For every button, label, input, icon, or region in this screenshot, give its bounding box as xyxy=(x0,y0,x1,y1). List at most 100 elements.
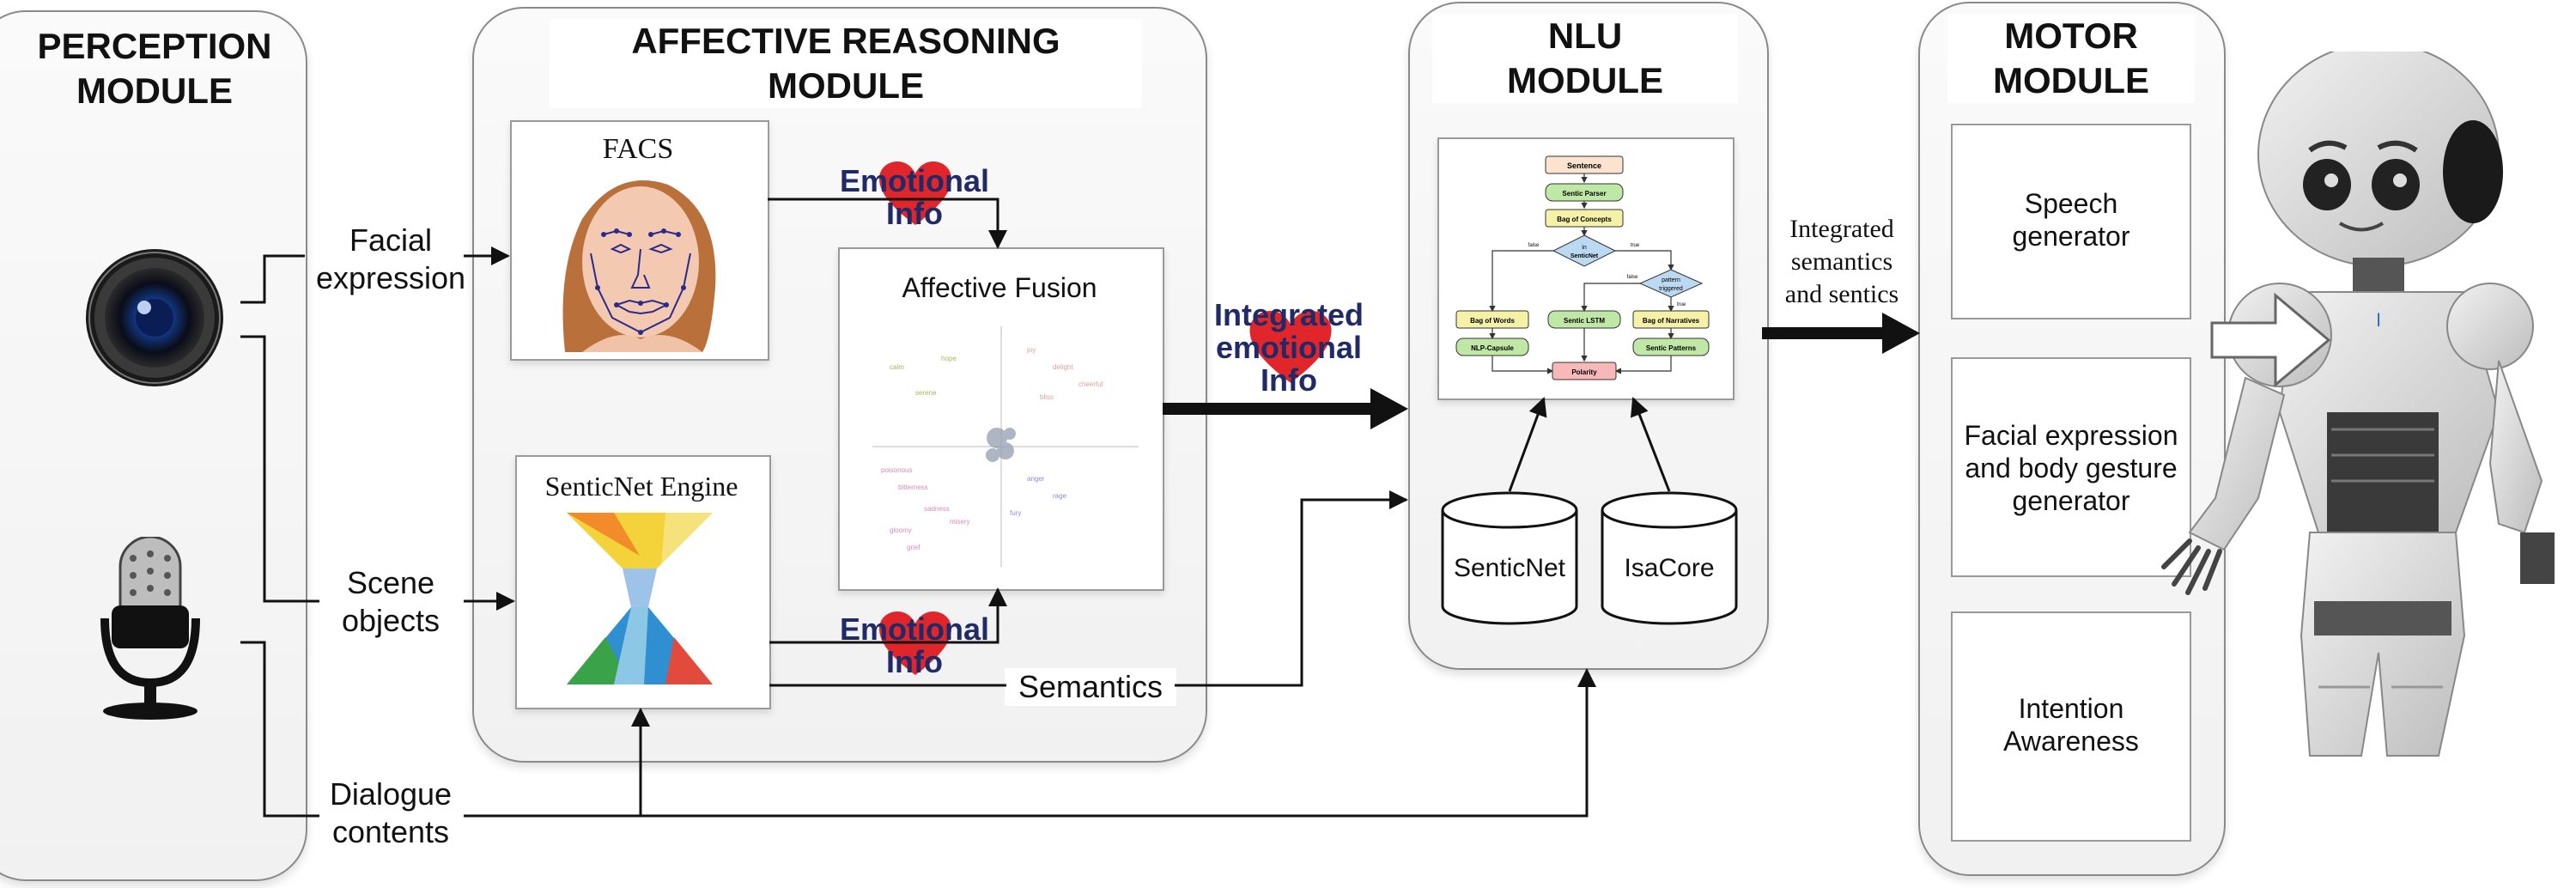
affective-module-title: AFFECTIVE REASONING MODULE xyxy=(550,19,1142,108)
flow-bag-of-narratives: Bag of Narratives xyxy=(1643,317,1700,325)
facial-expression-label: Facial expression xyxy=(305,222,477,297)
flow-sentic-parser: Sentic Parser xyxy=(1562,190,1606,198)
svg-text:joy: joy xyxy=(1026,346,1036,354)
emotional-info-bottom-label: Emotional Info xyxy=(829,613,1000,678)
intention-awareness-box: Intention Awareness xyxy=(1951,611,2191,842)
isacore-db-to-flowchart-arrow xyxy=(1630,397,1671,492)
affective-title-line1: AFFECTIVE REASONING xyxy=(631,21,1060,61)
svg-text:sadness: sadness xyxy=(924,505,950,513)
hourglass-of-emotions-icon xyxy=(567,513,713,684)
nlu-flowchart: Sentence Sentic Parser Bag of Concepts i… xyxy=(1455,155,1710,380)
svg-text:anger: anger xyxy=(1027,475,1045,483)
flow-false-label-2: false xyxy=(1627,275,1638,280)
svg-text:I: I xyxy=(2376,309,2381,331)
mic-to-dialogue-connector xyxy=(240,641,319,818)
facial-body-gesture-generator-box: Facial expression and body gesture gener… xyxy=(1951,357,2191,577)
heart-icon-integrated xyxy=(1249,311,1332,383)
perception-module xyxy=(0,10,307,881)
perception-module-title: PERCEPTION MODULE xyxy=(17,24,292,113)
motor-title-line2: MODULE xyxy=(1993,60,2149,100)
senticnet-database-label: SenticNet xyxy=(1453,554,1566,582)
perception-title-line2: MODULE xyxy=(76,70,233,111)
face-landmarks-image xyxy=(562,180,716,352)
senticnet-database-icon xyxy=(1441,491,1578,625)
heart-icon-top xyxy=(879,161,951,225)
svg-text:cheerful: cheerful xyxy=(1078,380,1103,388)
motor-module-title: MOTOR MODULE xyxy=(1947,14,2195,103)
motor-facial-line2: and body gesture xyxy=(1965,453,2178,484)
scene-line1: Scene xyxy=(346,565,435,600)
integrated-semantics-arrowhead xyxy=(1882,313,1920,354)
emotional-info-top-line1: Emotional xyxy=(839,163,989,198)
integrated-emotional-info-label: Integrated emotional Info xyxy=(1199,299,1379,397)
integrated-semantics-line2: semantics xyxy=(1790,247,1893,276)
flow-in-senticnet-line2: SenticNet xyxy=(1571,253,1599,259)
svg-text:gloomy: gloomy xyxy=(890,526,912,534)
motor-facial-line1: Facial expression xyxy=(1964,420,2178,451)
semantics-label: Semantics xyxy=(1005,668,1176,706)
flow-polarity: Polarity xyxy=(1571,368,1597,376)
motor-title-line1: MOTOR xyxy=(2004,15,2138,56)
isacore-database-label: IsaCore xyxy=(1624,554,1715,582)
flow-true-label-1: true xyxy=(1631,243,1640,248)
integrated-semantics-label: Integrated semantics and sentics xyxy=(1769,213,1915,311)
emotional-info-top-label: Emotional Info xyxy=(829,165,1000,230)
svg-text:poisonous: poisonous xyxy=(881,466,912,474)
svg-text:fury: fury xyxy=(1010,509,1021,517)
emotional-info-bottom-line1: Emotional xyxy=(839,611,989,647)
svg-text:calm: calm xyxy=(890,363,904,371)
svg-text:serene: serene xyxy=(915,389,937,397)
flow-nlp-capsule: NLP-Capsule xyxy=(1471,344,1514,352)
svg-text:hope: hope xyxy=(941,355,957,362)
semantics-to-nlu-arrow xyxy=(1175,490,1408,687)
perception-title-line1: PERCEPTION xyxy=(37,26,272,66)
dialogue-to-nlu-connector xyxy=(464,668,1596,818)
svg-text:rage: rage xyxy=(1053,492,1067,500)
svg-text:misery: misery xyxy=(950,518,970,526)
microphone-icon xyxy=(100,537,200,720)
affective-title-line2: MODULE xyxy=(768,65,924,106)
speech-line1: Speech xyxy=(2024,188,2118,219)
dialogue-line1: Dialogue xyxy=(329,776,453,812)
flow-bag-of-words: Bag of Words xyxy=(1470,317,1515,325)
svg-text:delight: delight xyxy=(1053,363,1073,371)
nlu-module-title: NLU MODULE xyxy=(1432,14,1738,103)
speech-line2: generator xyxy=(2012,221,2130,252)
camera-to-facs-connector xyxy=(240,254,305,304)
facs-to-fusion-connector xyxy=(768,198,1007,249)
isacore-database-icon xyxy=(1601,491,1738,625)
flow-bag-of-concepts: Bag of Concepts xyxy=(1557,216,1612,223)
scene-objects-label: Scene objects xyxy=(318,564,464,640)
nlu-title-line2: MODULE xyxy=(1507,60,1663,100)
svg-text:grief: grief xyxy=(907,544,920,551)
integrated-emotional-line2: emotional xyxy=(1215,330,1362,365)
dialogue-contents-label: Dialogue contents xyxy=(318,775,464,851)
flow-pattern-line1: pattern xyxy=(1662,277,1680,283)
dialogue-line2: contents xyxy=(331,814,450,849)
camera-icon xyxy=(86,249,223,386)
intention-line2: Awareness xyxy=(2003,726,2139,757)
motor-to-robot-hollow-arrow xyxy=(2210,292,2331,388)
flow-sentence: Sentence xyxy=(1567,161,1601,170)
emotional-info-top-line2: Info xyxy=(886,196,943,231)
integrated-semantics-line1: Integrated xyxy=(1789,215,1894,243)
flow-false-label-1: false xyxy=(1528,243,1540,248)
motor-facial-line3: generator xyxy=(2012,485,2130,516)
svg-text:bliss: bliss xyxy=(1040,393,1054,401)
intention-line1: Intention xyxy=(2018,693,2124,724)
emotional-info-bottom-line2: Info xyxy=(886,644,943,679)
affective-fusion-title: Affective Fusion xyxy=(902,272,1097,303)
facial-line1: Facial xyxy=(349,222,433,258)
flow-pattern-line2: triggered xyxy=(1659,286,1683,292)
nlu-title-line1: NLU xyxy=(1547,15,1623,56)
senticnet-to-fusion-connector xyxy=(769,587,1007,644)
camera-to-scene-connector xyxy=(240,335,319,603)
integrated-emotional-line1: Integrated xyxy=(1213,297,1364,332)
senticnet-db-to-flowchart-arrow xyxy=(1508,397,1547,492)
integrated-emotional-line3: Info xyxy=(1261,362,1317,398)
scene-line2: objects xyxy=(341,603,440,638)
integrated-emotional-info-arrowhead xyxy=(1370,388,1408,429)
facs-title: FACS xyxy=(602,133,674,165)
speech-generator-box: Speech generator xyxy=(1951,124,2191,319)
